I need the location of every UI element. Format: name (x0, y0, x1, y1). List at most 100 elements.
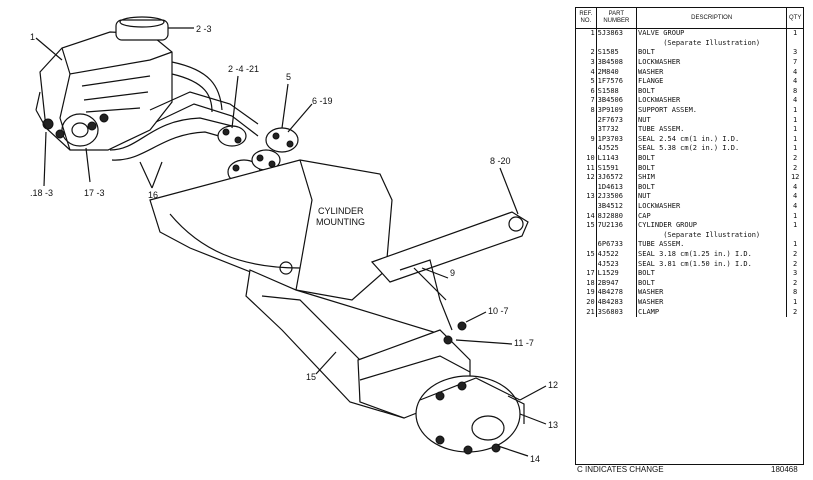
ref-number-cell: 17 (576, 268, 597, 279)
part-number-cell: 3B4512 (596, 201, 638, 212)
description-cell: FLANGE (636, 76, 788, 87)
quantity-cell: 1 (793, 115, 798, 124)
quantity-cell: 3 (793, 269, 798, 278)
ref-number: 10 (586, 154, 595, 163)
header-ref-no: REF. NO. (576, 8, 597, 29)
callout-2-3: 2 -3 (196, 24, 212, 34)
ref-number: 17 (586, 269, 595, 278)
part-number-cell: L1529 (596, 268, 638, 279)
ref-number-cell: 11 (576, 163, 597, 173)
description-cell: (Separate Illustration) (636, 230, 788, 241)
quantity-cell: 1 (793, 134, 798, 143)
description-cell: (Separate Illustration) (636, 38, 788, 49)
parts-table-row: (Separate Illustration) (576, 38, 803, 49)
quantity-cell: 12 (790, 173, 800, 182)
part-number-cell: 6P6733 (596, 240, 638, 250)
part-number-cell (596, 230, 638, 241)
description-cell: BOLT (636, 268, 788, 279)
part-number-cell: 3T732 (596, 124, 638, 135)
ref-number: 11 (586, 163, 595, 172)
callout-5: 5 (286, 72, 291, 82)
ref-number-cell: C15 (576, 249, 597, 260)
ref-number-cell: 2 (576, 48, 597, 58)
header-qty: QTY (786, 8, 803, 29)
ref-number-cell: 8 (576, 105, 597, 116)
quantity-cell: 1 (793, 144, 798, 153)
description-cell: CYLINDER GROUP (636, 220, 788, 231)
description-cell: SUPPORT ASSEM. (636, 105, 788, 116)
leader-lines (35, 27, 547, 457)
callout-2-4-21: 2 -4 -21 (228, 64, 259, 74)
header-part-number: PART NUMBER (596, 8, 638, 29)
description-cell: LOCKWASHER (636, 201, 788, 212)
description-cell: BOLT (636, 48, 788, 58)
ref-number: 2 (590, 48, 595, 57)
part-number-cell: L1143 (596, 153, 638, 164)
part-number-cell: 2M840 (596, 67, 638, 77)
quantity-cell: 2 (793, 278, 798, 287)
parts-table-row: (Separate Illustration) (576, 230, 803, 241)
description-cell: LOCKWASHER (636, 96, 788, 106)
ref-number-cell: C4 (576, 67, 597, 77)
description-cell: BOLT (636, 153, 788, 164)
ref-number-cell: 19 (576, 288, 597, 298)
callout-13: 13 (548, 420, 558, 430)
ref-number-cell: C15 (576, 220, 597, 231)
part-number-cell (596, 38, 638, 49)
quantity-cell (787, 39, 803, 49)
ref-number-cell: 12 (576, 172, 597, 183)
ref-number-cell (576, 230, 597, 241)
ref-number: 14 (586, 211, 595, 220)
ref-number-cell: 10 (576, 153, 597, 164)
part-number-cell: 3J6572 (596, 172, 638, 183)
description-cell: CLAMP (636, 307, 788, 317)
quantity-cell: 4 (793, 201, 798, 210)
callout-6-19: 6 -19 (312, 96, 333, 106)
part-number-cell: 3P9109 (596, 105, 638, 116)
description-cell: BOLT (636, 163, 788, 173)
part-number-cell: 1F7576 (596, 76, 638, 87)
description-cell: VALVE GROUP (636, 28, 788, 39)
quantity-cell: 8 (793, 288, 798, 297)
quantity-cell: 1 (793, 29, 798, 38)
ref-number: 8 (590, 106, 595, 115)
quantity-cell: 4 (793, 96, 798, 105)
callout-12: 12 (548, 380, 558, 390)
part-number-cell: 4B4283 (596, 297, 638, 308)
quantity-cell: 2 (793, 163, 798, 172)
quantity-cell: 2 (793, 249, 798, 258)
cylinder-mounting-label-line1: CYLINDER (318, 206, 364, 216)
quantity-cell: 3 (793, 48, 798, 57)
part-number-cell: 4J522 (596, 249, 638, 260)
callout-9: 9 (450, 268, 455, 278)
ref-number: 19 (586, 288, 595, 297)
parts-table-row: C42M840WASHER4 (576, 67, 803, 77)
parts-table-row: C91P3703SEAL 2.54 cm(1 in.) I.D.1 (576, 134, 803, 145)
ref-number: 21 (586, 307, 595, 316)
ref-number: 3 (590, 58, 595, 67)
ref-number-cell: C (576, 144, 597, 154)
part-number-cell: 4B4278 (596, 288, 638, 298)
description-cell: CAP (636, 211, 788, 221)
ref-number: 1 (590, 29, 595, 38)
part-number-cell: 2F7673 (596, 115, 638, 125)
part-number-cell: 2J3506 (596, 192, 638, 202)
quantity-cell: 7 (793, 58, 798, 67)
part-number-cell: 4J523 (596, 259, 638, 269)
ref-number-cell (576, 240, 597, 250)
valve-group-drawing (35, 16, 173, 151)
quantity-cell: 1 (793, 106, 798, 115)
quantity-cell: 1 (793, 125, 798, 134)
ref-number-cell: 14 (576, 211, 597, 221)
description-cell: WASHER (636, 67, 788, 77)
